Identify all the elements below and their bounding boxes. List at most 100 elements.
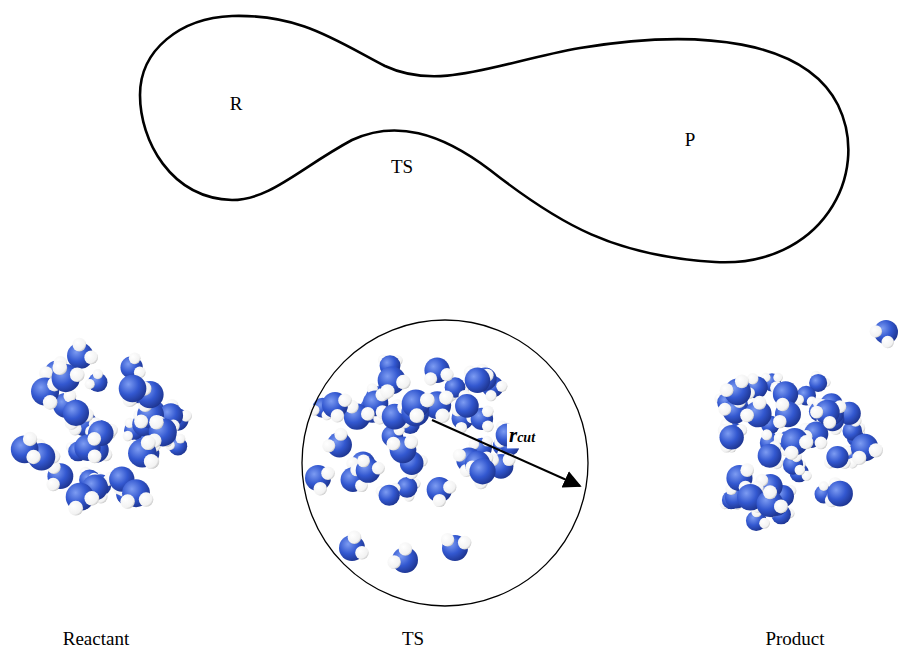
oxygen-atom bbox=[758, 444, 782, 468]
water-molecule bbox=[402, 390, 435, 424]
hydrogen-atom bbox=[23, 432, 37, 446]
cutoff-circle-line bbox=[302, 320, 588, 606]
oxygen-atom bbox=[719, 425, 743, 449]
oxygen-atom bbox=[63, 400, 89, 426]
hydrogen-atom bbox=[440, 368, 453, 381]
hydrogen-atom bbox=[439, 390, 453, 404]
hydrogen-atom bbox=[759, 518, 770, 529]
hydrogen-atom bbox=[84, 491, 99, 506]
hydrogen-atom bbox=[387, 437, 401, 451]
oxygen-atom bbox=[379, 485, 400, 506]
water-molecule bbox=[322, 392, 352, 423]
hydrogen-atom bbox=[372, 462, 385, 475]
hydrogen-atom bbox=[85, 379, 95, 389]
hydrogen-atom bbox=[763, 485, 777, 499]
hydrogen-atom bbox=[776, 398, 789, 411]
hydrogen-atom bbox=[823, 416, 836, 429]
water-molecule bbox=[465, 458, 495, 489]
hydrogen-atom bbox=[176, 434, 186, 444]
hydrogen-atom bbox=[482, 420, 494, 432]
state-label: TS bbox=[402, 628, 424, 650]
hydrogen-atom bbox=[420, 393, 435, 408]
hydrogen-atom bbox=[93, 369, 103, 379]
water-molecule bbox=[74, 432, 101, 463]
hydrogen-atom bbox=[134, 415, 148, 429]
water-molecule bbox=[66, 483, 99, 516]
state-label: Reactant bbox=[63, 628, 129, 650]
hydrogen-atom bbox=[747, 373, 759, 385]
water-molecule bbox=[427, 477, 457, 507]
water-molecule bbox=[88, 417, 118, 446]
oxygen-atom bbox=[465, 368, 490, 393]
region-label: TS bbox=[391, 156, 413, 178]
hydrogen-atom bbox=[852, 451, 866, 465]
hydrogen-atom bbox=[399, 542, 413, 556]
water-molecule bbox=[52, 360, 85, 392]
water-molecule bbox=[781, 428, 813, 460]
hydrogen-atom bbox=[322, 439, 335, 452]
hydrogen-atom bbox=[396, 375, 411, 390]
hydrogen-atom bbox=[453, 449, 466, 462]
water-molecule bbox=[376, 483, 401, 506]
hydrogen-atom bbox=[773, 373, 783, 383]
water-molecule bbox=[120, 479, 153, 509]
water-molecule bbox=[387, 542, 418, 573]
hydrogen-atom bbox=[404, 435, 418, 449]
hydrogen-atom bbox=[123, 431, 133, 441]
hydrogen-atom bbox=[458, 536, 472, 550]
hydrogen-atom bbox=[795, 465, 806, 476]
hydrogen-atom bbox=[144, 454, 159, 469]
radius-label: rcut bbox=[507, 423, 537, 448]
hydrogen-atom bbox=[334, 428, 347, 441]
hydrogen-atom bbox=[485, 390, 496, 401]
hydrogen-atom bbox=[496, 381, 507, 392]
water-molecule bbox=[322, 428, 352, 458]
hydrogen-atom bbox=[761, 429, 772, 440]
water-molecule bbox=[810, 400, 840, 429]
hydrogen-atom bbox=[774, 499, 788, 513]
water-molecule bbox=[305, 465, 335, 496]
hydrogen-atom bbox=[443, 481, 456, 494]
dumbbell-outline bbox=[0, 0, 907, 280]
hydrogen-atom bbox=[87, 432, 101, 446]
water-molecule bbox=[718, 424, 744, 453]
dumbbell-line bbox=[140, 16, 848, 262]
hydrogen-atom bbox=[141, 435, 156, 450]
water-molecule bbox=[67, 338, 98, 369]
hydrogen-atom bbox=[810, 406, 823, 419]
hydrogen-atom bbox=[387, 555, 401, 569]
hydrogen-atom bbox=[149, 415, 164, 430]
water-molecule bbox=[825, 477, 853, 507]
hydrogen-atom bbox=[129, 353, 141, 365]
hydrogen-atom bbox=[26, 450, 40, 464]
water-molecule bbox=[128, 435, 159, 469]
hydrogen-atom bbox=[869, 443, 883, 457]
oxygen-atom bbox=[119, 375, 147, 403]
hydrogen-atom bbox=[482, 406, 494, 418]
water-molecule bbox=[85, 369, 108, 392]
hydrogen-atom bbox=[819, 481, 829, 491]
water-molecule bbox=[870, 320, 898, 348]
hydrogen-atom bbox=[357, 454, 370, 467]
cutoff-circle: rcut bbox=[300, 318, 590, 608]
hydrogen-atom bbox=[361, 407, 375, 421]
water-molecule bbox=[452, 390, 479, 418]
hydrogen-atom bbox=[441, 533, 455, 547]
hydrogen-atom bbox=[84, 351, 98, 365]
hydrogen-atom bbox=[773, 415, 786, 428]
hydrogen-atom bbox=[314, 482, 328, 496]
hydrogen-atom bbox=[120, 494, 135, 509]
hydrogen-atom bbox=[740, 463, 754, 477]
water-molecule bbox=[758, 441, 783, 469]
water-clusters bbox=[11, 320, 898, 573]
water-molecule bbox=[441, 533, 472, 561]
water-molecule bbox=[11, 432, 41, 464]
hydrogen-atom bbox=[740, 408, 754, 422]
hydrogen-atom bbox=[72, 338, 86, 352]
water-molecule bbox=[773, 398, 801, 429]
hydrogen-atom bbox=[321, 467, 335, 481]
water-molecule bbox=[356, 454, 385, 482]
circle-outline bbox=[300, 318, 590, 608]
hydrogen-atom bbox=[355, 546, 369, 560]
